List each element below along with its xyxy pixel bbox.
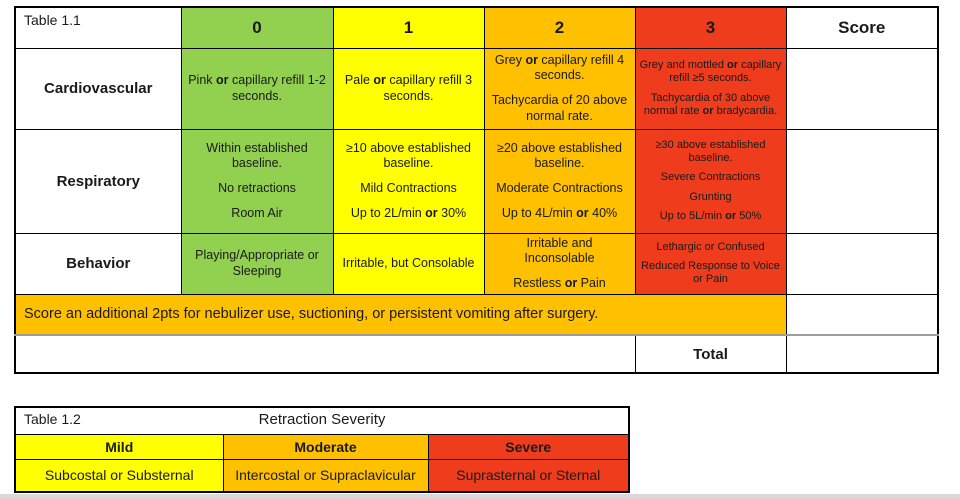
severity-header-severe: Severe — [427, 434, 630, 460]
score-cell-respiratory — [785, 128, 939, 234]
retraction-severity-table: Table 1.2 Retraction Severity Mild Moder… — [14, 406, 631, 493]
row-label-behavior: Behavior — [14, 232, 182, 295]
cell-behavior-0: Playing/Appropriate or Sleeping — [180, 232, 334, 295]
cell-respiratory-0: Within established baseline.No retractio… — [180, 128, 334, 234]
score-cell-behavior — [785, 232, 939, 295]
cell-cardiovascular-1: Pale or capillary refill 3 seconds. — [332, 47, 485, 130]
table-1-2-caption-row: Table 1.2 Retraction Severity — [14, 406, 630, 435]
col-header-score: Score — [785, 6, 939, 49]
score-cell-cardiovascular — [785, 47, 939, 130]
page-bottom-edge — [0, 494, 960, 499]
col-header-1: 1 — [332, 6, 485, 49]
row-label-respiratory: Respiratory — [14, 128, 182, 234]
cell-behavior-1: Irritable, but Consolable — [332, 232, 485, 295]
total-row-spacer — [14, 334, 636, 374]
table-1-2-title: Retraction Severity — [258, 411, 386, 428]
severity-header-mild: Mild — [14, 434, 224, 460]
additional-points-note: Score an additional 2pts for nebulizer u… — [14, 293, 787, 336]
cell-cardiovascular-2: Grey or capillary refill 4 seconds.Tachy… — [483, 47, 636, 130]
scoring-table: Table 1.1 0 1 2 3 Score Cardiovascular P… — [14, 6, 939, 374]
col-header-0: 0 — [180, 6, 334, 49]
severity-header-moderate: Moderate — [222, 434, 429, 460]
score-cell-additional — [785, 293, 939, 336]
cell-respiratory-2: ≥20 above established baseline.Moderate … — [483, 128, 636, 234]
cell-cardiovascular-3: Grey and mottled or capillary refill ≥5 … — [634, 47, 787, 130]
col-header-2: 2 — [483, 6, 636, 49]
table-1-2-caption: Table 1.2 — [24, 411, 81, 427]
cell-respiratory-1: ≥10 above established baseline.Mild Cont… — [332, 128, 485, 234]
total-score-cell — [785, 334, 939, 374]
severity-value-moderate: Intercostal or Supraclavicular — [222, 459, 429, 492]
severity-value-mild: Subcostal or Substernal — [14, 459, 224, 492]
severity-value-severe: Suprasternal or Sternal — [427, 459, 630, 492]
cell-respiratory-3: ≥30 above established baseline.Severe Co… — [634, 128, 787, 234]
table-1-1-caption: Table 1.1 — [14, 6, 182, 49]
row-label-cardiovascular: Cardiovascular — [14, 47, 182, 130]
col-header-3: 3 — [634, 6, 787, 49]
total-label: Total — [634, 334, 787, 374]
cell-cardiovascular-0: Pink or capillary refill 1-2 seconds. — [180, 47, 334, 130]
